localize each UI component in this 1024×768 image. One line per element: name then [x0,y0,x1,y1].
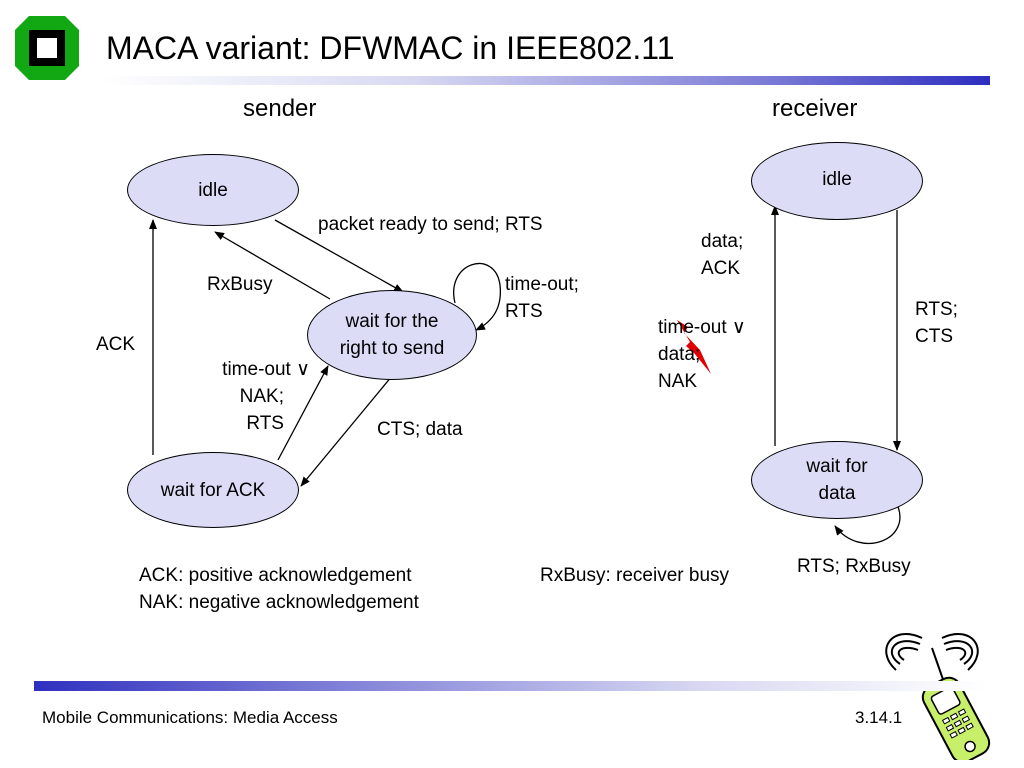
title-underline-bar [104,76,990,85]
sender-state-idle: idle [127,154,299,226]
sender-state-wait-ack-label: wait for ACK [160,479,266,501]
sender-state-wait-right-to-send: wait for the right to send [307,290,477,380]
receiver-state-idle: idle [751,142,923,220]
sender-heading: sender [243,95,317,122]
arrow-idle-to-wait-right [274,219,404,293]
arrow-wait-right-to-idle [214,231,331,300]
label-timeout-rts: time-out; RTS [505,274,579,322]
wait-right-label-line1: wait for the [345,311,439,332]
wait-data-label-line1: wait for [806,456,868,477]
lightning-bolt-icon [677,320,711,374]
label-ack: ACK [96,334,136,355]
arrow-wait-ack-to-wait-right [277,365,329,461]
arrow-wait-right-self-loop [453,262,501,331]
label-data-ack: data; ACK [701,231,744,279]
receiver-state-wait-for-data: wait for data [751,441,923,519]
footer-course-title: Mobile Communications: Media Access [42,708,338,727]
receiver-state-idle-label: idle [822,169,852,190]
legend-ack-nak: ACK: positive acknowledgement NAK: negat… [139,562,419,616]
university-logo [15,16,79,80]
label-timeout-nak-rts: time-out ∨ NAK; RTS [222,359,310,434]
wait-data-label-line2: data [818,483,856,504]
label-packet-ready-rts: packet ready to send; RTS [318,214,543,235]
label-rts-rxbusy: RTS; RxBusy [797,556,911,577]
label-cts-data: CTS; data [377,419,463,440]
wait-right-label-line2: right to send [339,338,445,359]
sender-state-wait-for-ack: wait for ACK [127,452,299,528]
arrow-wait-right-to-wait-ack [300,375,393,487]
legend-rxbusy-definition: RxBusy: receiver busy [540,565,730,586]
arrow-rx-wait-data-self-loop [834,501,901,544]
slide-title: MACA variant: DFWMAC in IEEE802.11 [106,30,675,66]
footer-page-number: 3.14.1 [855,708,903,727]
label-rts-cts: RTS; CTS [915,299,958,347]
legend-nak-definition: NAK: negative acknowledgement [139,592,419,613]
legend-ack-definition: ACK: positive acknowledgement [139,565,412,586]
footer-bar [34,681,988,691]
receiver-heading: receiver [772,95,858,122]
sender-state-idle-label: idle [198,179,228,201]
label-timeout-data-nak: time-out ∨ data; NAK [658,317,746,392]
mobile-phone-icon [885,633,991,760]
label-rxbusy: RxBusy [207,274,273,295]
